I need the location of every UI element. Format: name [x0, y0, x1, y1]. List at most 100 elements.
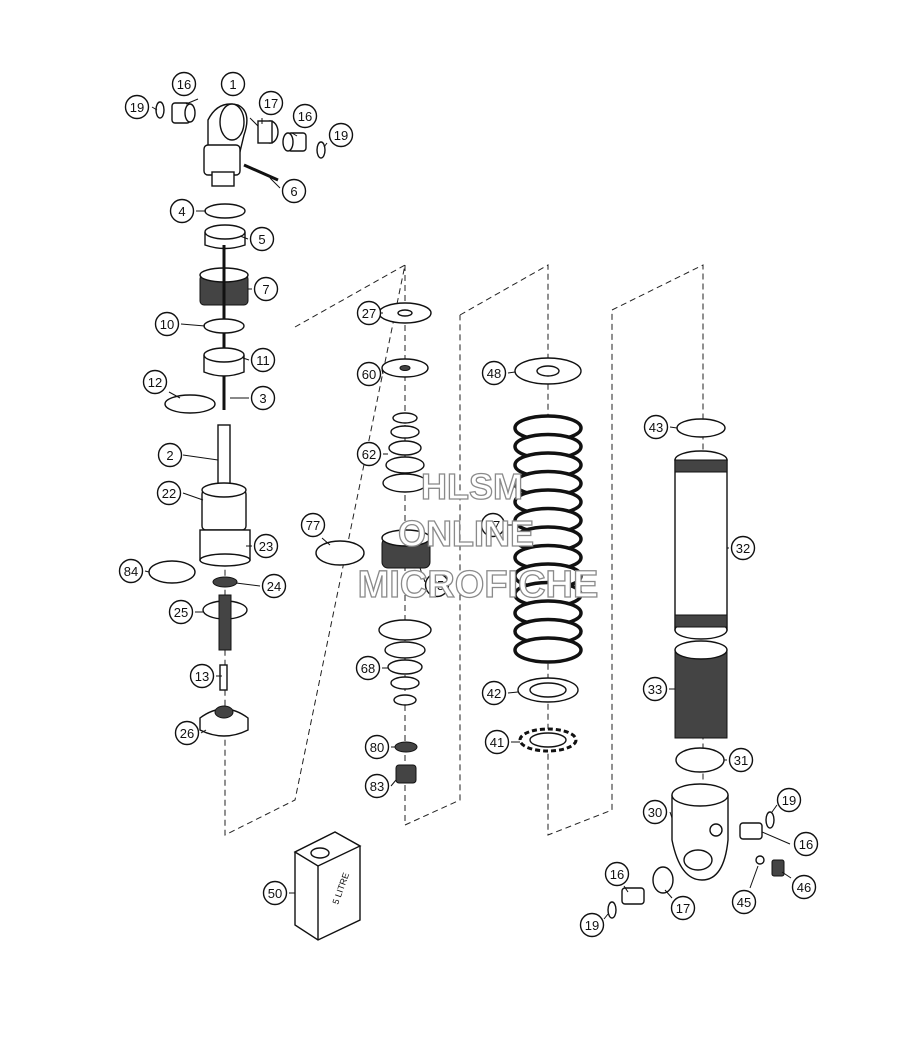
callout-circle: [142, 369, 168, 395]
callout-27: 27: [356, 300, 382, 326]
callout-number: 26: [180, 726, 194, 741]
leader-line: [669, 811, 673, 819]
leader-line: [269, 177, 281, 189]
callout-number: 16: [298, 109, 312, 124]
callout-circle: [793, 831, 819, 857]
nut-26: [199, 705, 249, 737]
callout-19: 19: [776, 787, 802, 813]
leader-line: [507, 371, 516, 374]
callout-number: 11: [256, 353, 270, 368]
callout-circle: [356, 300, 382, 326]
leader-line: [419, 567, 426, 583]
callout-number: 13: [195, 669, 209, 684]
callout-circle: [220, 71, 246, 97]
callout-83: 83: [364, 773, 390, 799]
callout-16: 16: [604, 861, 630, 887]
callout-number: 19: [130, 100, 144, 115]
callout-62: 62: [356, 441, 382, 467]
washer-27: [378, 302, 432, 324]
callout-77: 77: [300, 512, 326, 538]
leader-line: [180, 323, 206, 327]
callout-19: 19: [124, 94, 150, 120]
callout-19: 19: [579, 912, 605, 938]
callout-number: 4: [178, 204, 185, 219]
callout-circle: [579, 912, 605, 938]
callout-number: 16: [799, 837, 813, 852]
callout-number: 62: [362, 447, 376, 462]
watermark-line3: MICROFICHE: [358, 564, 599, 606]
callout-circle: [189, 663, 215, 689]
callout-17: 17: [258, 90, 284, 116]
callout-number: 5: [258, 232, 265, 247]
callout-60: 60: [356, 361, 382, 387]
callout-circle: [250, 385, 276, 411]
oring-19-top-right: [316, 141, 326, 159]
callout-number: 41: [490, 735, 504, 750]
callout-circle: [174, 720, 200, 746]
watermark: HLSM ONLINE MICROFICHE: [357, 465, 599, 606]
callout-number: 43: [649, 420, 663, 435]
leader-line: [390, 779, 397, 787]
washer-80: [394, 741, 418, 753]
oring-19-right: [765, 811, 775, 829]
callout-45: 45: [731, 889, 757, 915]
callout-circle: [154, 311, 180, 337]
callout-33: 33: [642, 676, 668, 702]
leader-line: [182, 454, 219, 461]
callout-number: 45: [737, 895, 751, 910]
callout-number: 84: [124, 564, 138, 579]
rod-lower: [218, 594, 232, 651]
callout-circle: [118, 558, 144, 584]
callout-circle: [355, 655, 381, 681]
callout-circle: [364, 734, 390, 760]
spring-retainer-48: [514, 357, 582, 385]
bushing-17-bottom: [652, 866, 674, 894]
callout-number: 68: [361, 661, 375, 676]
callout-number: 60: [362, 367, 376, 382]
ring-10: [203, 318, 245, 334]
callout-number: 17: [264, 96, 278, 111]
callout-25: 25: [168, 599, 194, 625]
oring-84: [148, 560, 196, 584]
callout-circle: [169, 198, 195, 224]
circlip-43: [676, 418, 726, 438]
callout-47: 47: [480, 512, 506, 538]
callout-41: 41: [484, 729, 510, 755]
callout-number: 25: [174, 605, 188, 620]
callout-17: 17: [670, 895, 696, 921]
callout-circle: [171, 71, 197, 97]
leader-line: [168, 391, 181, 399]
callout-circle: [604, 861, 630, 887]
callout-number: 75: [430, 578, 444, 593]
callout-number: 16: [610, 867, 624, 882]
callout-5: 5: [249, 226, 275, 252]
callout-circle: [250, 347, 276, 373]
callout-1: 1: [220, 71, 246, 97]
callout-75: 75: [424, 572, 450, 598]
bump-stop-23: [199, 529, 251, 567]
callout-circle: [731, 889, 757, 915]
callout-48: 48: [481, 360, 507, 386]
callout-68: 68: [355, 655, 381, 681]
leader-line: [603, 913, 609, 920]
callout-26: 26: [174, 720, 200, 746]
watermark-line2: ONLINE: [398, 513, 534, 554]
callout-2: 2: [157, 442, 183, 468]
callout-19: 19: [328, 122, 354, 148]
leader-line: [242, 357, 250, 361]
callout-11: 11: [250, 347, 276, 373]
callout-number: 19: [334, 128, 348, 143]
callout-circle: [670, 895, 696, 921]
callout-circle: [791, 874, 817, 900]
callout-number: 12: [148, 375, 162, 390]
callout-circle: [642, 799, 668, 825]
callout-16: 16: [793, 831, 819, 857]
callout-16: 16: [292, 103, 318, 129]
leader-line: [761, 831, 791, 845]
callout-number: 27: [362, 306, 376, 321]
callout-circle: [258, 90, 284, 116]
callout-number: 19: [782, 793, 796, 808]
oring-19-bottom: [607, 901, 617, 919]
callout-number: 30: [648, 805, 662, 820]
